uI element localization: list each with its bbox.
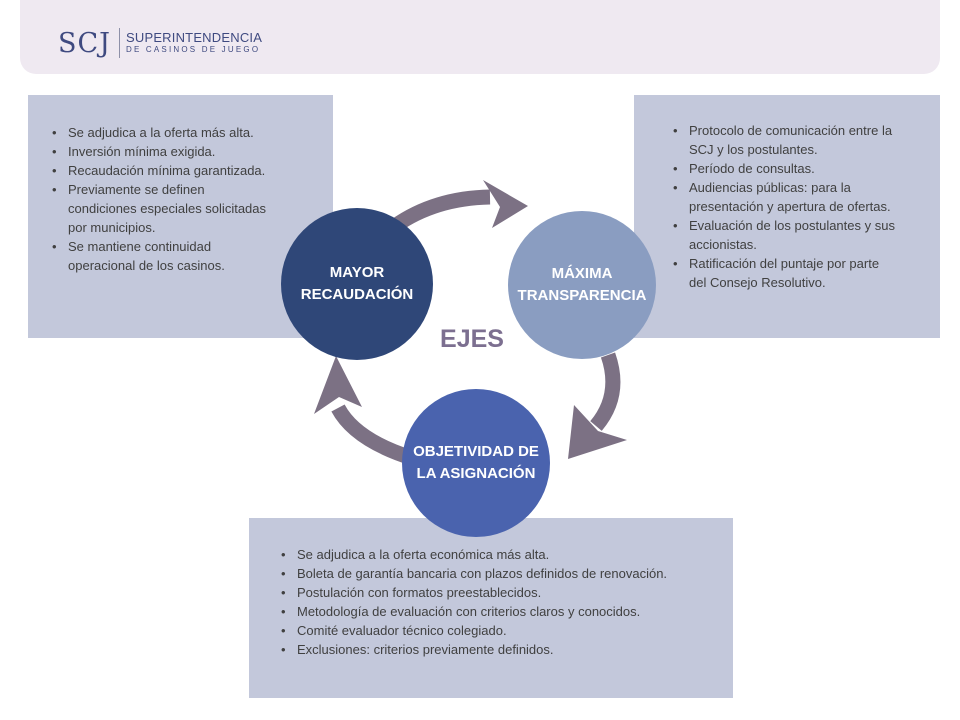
arrow-right-head [568,405,627,459]
list-item: Se adjudica a la oferta económica más al… [277,545,727,564]
logo-divider [118,28,120,58]
scj-logo: SCJ SUPERINTENDENCIA DE CASINOS DE JUEGO [58,26,262,60]
arrow-right [590,352,621,431]
logo-line1: SUPERINTENDENCIA [125,30,263,45]
arrow-left-head [314,356,362,414]
arrow-top [390,189,491,233]
circle-label: MÁXIMA TRANSPARENCIA [517,265,647,304]
circle-label: MAYOR RECAUDACIÓN [300,264,414,303]
list-item: Previamente se definen condiciones espec… [48,180,268,237]
list-item: Evaluación de los postulantes y sus acci… [669,216,899,254]
list-item: Período de consultas. [669,159,899,178]
list-item: Se mantiene continuidad operacional de l… [48,237,268,275]
panel-objetividad-asignacion: Se adjudica a la oferta económica más al… [249,518,733,698]
logo-text: SUPERINTENDENCIA DE CASINOS DE JUEGO [126,31,262,55]
bullet-list: Se adjudica a la oferta más alta. Invers… [48,123,268,275]
logo-mark: SCJ [58,27,111,59]
bullet-list: Se adjudica a la oferta económica más al… [277,545,727,659]
list-item: Comité evaluador técnico colegiado. [277,621,727,640]
list-item: Audiencias públicas: para la presentació… [669,178,899,216]
header-bar: SCJ SUPERINTENDENCIA DE CASINOS DE JUEGO [20,0,940,74]
bullet-list: Protocolo de comunicación entre la SCJ y… [669,121,899,292]
list-item: Metodología de evaluación con criterios … [277,602,727,621]
list-item: Se adjudica a la oferta más alta. [48,123,268,142]
list-item: Inversión mínima exigida. [48,142,268,161]
center-label: EJES [440,325,504,353]
arrow-left [331,404,415,466]
circle-mayor-recaudacion: MAYOR RECAUDACIÓN [281,208,433,360]
circle-label: OBJETIVIDAD DE LA ASIGNACIÓN [413,443,539,482]
list-item: Ratificación del puntaje por parte del C… [669,254,899,292]
list-item: Boleta de garantía bancaria con plazos d… [277,564,727,583]
list-item: Recaudación mínima garantizada. [48,161,268,180]
circle-maxima-transparencia: MÁXIMA TRANSPARENCIA [508,211,656,359]
panel-maxima-transparencia: Protocolo de comunicación entre la SCJ y… [634,95,940,338]
circle-objetividad-asignacion: OBJETIVIDAD DE LA ASIGNACIÓN [402,389,550,537]
list-item: Postulación con formatos preestablecidos… [277,583,727,602]
list-item: Protocolo de comunicación entre la SCJ y… [669,121,899,159]
logo-line2: DE CASINOS DE JUEGO [125,45,261,54]
arrow-top-head [483,180,528,228]
list-item: Exclusiones: criterios previamente defin… [277,640,727,659]
